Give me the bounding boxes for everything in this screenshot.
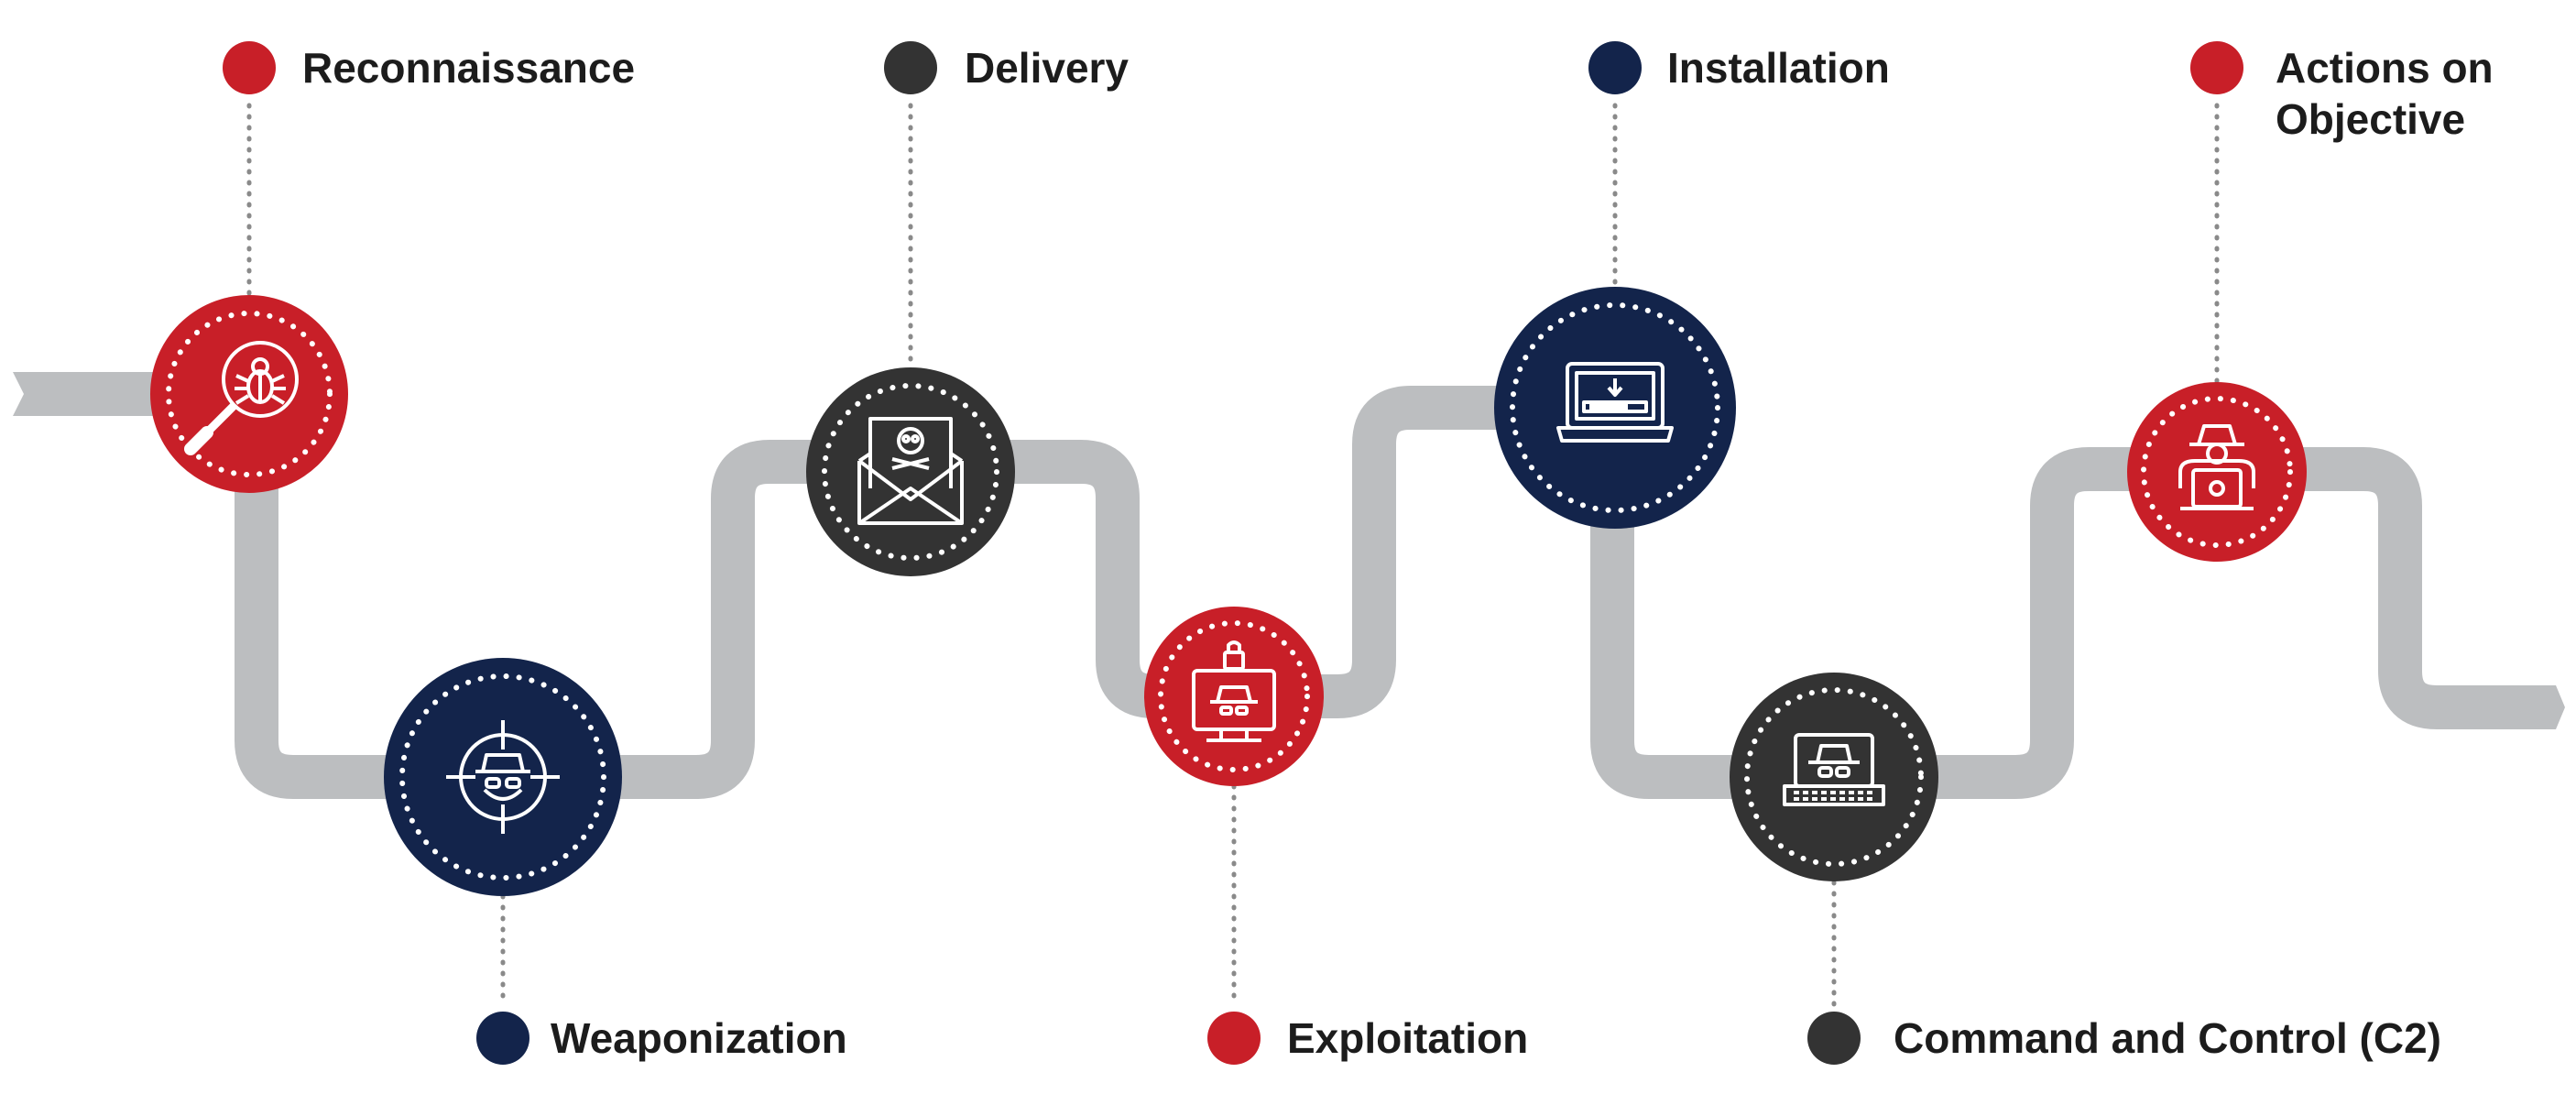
node-weaponization — [384, 658, 622, 896]
label-dots — [223, 41, 2243, 1065]
label-dot-delivery — [884, 41, 937, 94]
node-actions-on-objective — [2127, 382, 2307, 562]
label-exploitation: Exploitation — [1287, 1014, 1528, 1062]
node-circle — [1730, 673, 1938, 881]
node-dotted-ring — [1510, 302, 1720, 513]
stage-nodes — [150, 287, 2307, 896]
label-command-and-control: Command and Control (C2) — [1894, 1014, 2441, 1062]
node-dotted-ring — [1744, 687, 1924, 867]
node-command-and-control — [1730, 673, 1938, 881]
label-delivery: Delivery — [965, 44, 1129, 92]
label-reconnaissance: Reconnaissance — [302, 44, 635, 92]
label-line: Delivery — [965, 44, 1129, 92]
node-circle — [384, 658, 622, 896]
label-installation: Installation — [1667, 44, 1890, 92]
hacker-laptop-icon — [2178, 424, 2255, 510]
labels: Reconnaissance Weaponization Delivery Ex… — [302, 44, 2505, 1062]
label-actions-on-objective: Actions on Objective — [2276, 44, 2505, 143]
magnifier-bug-icon — [184, 341, 299, 455]
label-dot-weaponization — [476, 1012, 529, 1065]
email-skull-icon — [857, 417, 964, 525]
label-dot-reconnaissance — [223, 41, 276, 94]
node-dotted-ring — [399, 673, 606, 881]
label-line: Reconnaissance — [302, 44, 635, 92]
label-dot-command-and-control — [1807, 1012, 1861, 1065]
label-dot-exploitation — [1207, 1012, 1261, 1065]
path-start-arrow-tail — [13, 372, 32, 416]
label-dot-installation — [1588, 41, 1642, 94]
target-hacker-icon — [446, 720, 560, 834]
connectors — [246, 103, 2220, 1009]
node-circle — [806, 367, 1015, 576]
path-end-arrow-head — [2539, 685, 2565, 729]
label-weaponization: Weaponization — [551, 1014, 847, 1062]
laptop-hacker-icon — [1783, 733, 1885, 806]
node-dotted-ring — [822, 383, 999, 561]
label-line: Weaponization — [551, 1014, 847, 1062]
node-dotted-ring — [166, 311, 333, 477]
node-dotted-ring — [1158, 620, 1310, 772]
node-installation — [1494, 287, 1736, 529]
laptop-download-icon — [1556, 362, 1674, 443]
label-line: Objective — [2276, 95, 2465, 143]
node-circle — [1144, 607, 1324, 786]
node-exploitation — [1144, 607, 1324, 786]
node-dotted-ring — [2141, 396, 2293, 548]
node-delivery — [806, 367, 1015, 576]
node-reconnaissance — [150, 295, 348, 493]
label-line: Installation — [1667, 44, 1890, 92]
label-line: Exploitation — [1287, 1014, 1528, 1062]
label-line: Actions on — [2276, 44, 2494, 92]
lock-monitor-hacker-icon — [1192, 640, 1276, 742]
label-dot-actions-on-objective — [2190, 41, 2243, 94]
label-line: Command and Control (C2) — [1894, 1014, 2441, 1062]
